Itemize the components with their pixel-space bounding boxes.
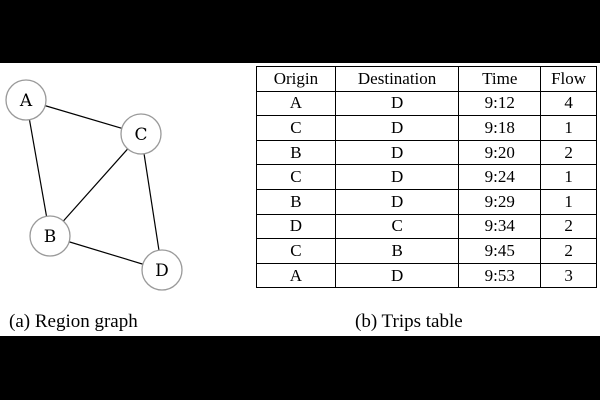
region-graph: A C B D — [5, 79, 183, 291]
cell-flow: 2 — [540, 213, 597, 240]
cell-time: 9:24 — [458, 164, 542, 190]
cell-destination: D — [334, 262, 460, 289]
cell-time: 9:18 — [458, 115, 542, 141]
node-d-label: D — [155, 261, 169, 281]
header-flow: Flow — [540, 66, 597, 92]
edge-c-d — [140, 133, 163, 271]
cell-flow: 2 — [540, 238, 597, 264]
table-row: C B 9:45 2 — [256, 238, 597, 264]
caption-region-graph: (a) Region graph — [9, 311, 138, 332]
cell-flow: 3 — [540, 262, 597, 289]
cell-time: 9:45 — [458, 238, 542, 264]
cell-origin: A — [256, 90, 336, 117]
cell-origin: B — [256, 188, 336, 215]
cell-flow: 1 — [540, 188, 597, 215]
cell-origin: A — [256, 262, 336, 289]
cell-destination: D — [334, 139, 460, 166]
node-b-label: B — [44, 227, 57, 247]
cell-flow: 1 — [540, 164, 597, 190]
cell-destination: D — [334, 188, 460, 215]
cell-time: 9:12 — [458, 90, 542, 117]
trips-table: Origin Destination Time Flow A D 9:12 4 … — [256, 66, 597, 289]
cell-time: 9:53 — [458, 262, 542, 289]
header-origin: Origin — [256, 66, 336, 92]
cell-origin: B — [256, 139, 336, 166]
node-c: C — [120, 113, 162, 155]
cell-origin: C — [256, 238, 336, 264]
cell-time: 9:34 — [458, 213, 542, 240]
table-row: B D 9:29 1 — [256, 188, 597, 215]
table-row: A D 9:12 4 — [256, 90, 597, 117]
cell-destination: C — [334, 213, 460, 240]
table-row: B D 9:20 2 — [256, 139, 597, 166]
cell-flow: 4 — [540, 90, 597, 117]
node-c-label: C — [134, 125, 147, 145]
cell-destination: D — [334, 164, 460, 190]
cell-origin: D — [256, 213, 336, 240]
node-a-label: A — [19, 91, 33, 111]
cell-origin: C — [256, 164, 336, 190]
cell-destination: D — [334, 115, 460, 141]
cell-origin: C — [256, 115, 336, 141]
cell-time: 9:29 — [458, 188, 542, 215]
header-destination: Destination — [334, 66, 460, 92]
figure-panel: A C B D Origin Destination Time Flow — [0, 63, 600, 336]
table-row: A D 9:53 3 — [256, 262, 597, 289]
table-row: C D 9:18 1 — [256, 115, 597, 141]
node-d: D — [141, 249, 183, 291]
cell-flow: 2 — [540, 139, 597, 166]
node-b: B — [29, 215, 71, 257]
edge-a-b — [25, 99, 51, 237]
caption-trips-table: (b) Trips table — [355, 311, 463, 332]
cell-destination: D — [334, 90, 460, 117]
node-a: A — [5, 79, 47, 121]
header-time: Time — [458, 66, 542, 92]
cell-destination: B — [334, 238, 460, 264]
table-header-row: Origin Destination Time Flow — [256, 66, 597, 92]
table-row: D C 9:34 2 — [256, 213, 597, 240]
cell-flow: 1 — [540, 115, 597, 141]
table-row: C D 9:24 1 — [256, 164, 597, 190]
cell-time: 9:20 — [458, 139, 542, 166]
edge-b-c — [49, 133, 142, 237]
